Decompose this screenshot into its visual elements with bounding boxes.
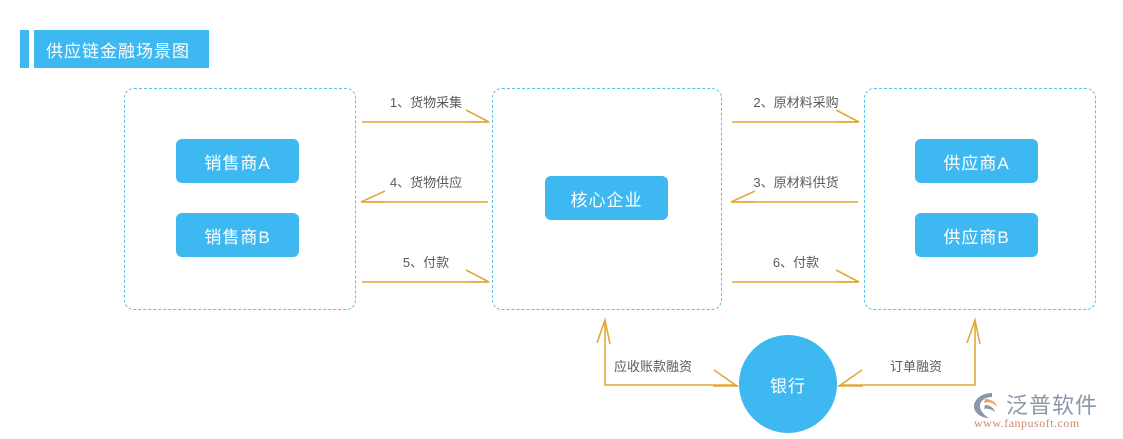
finance-label-order: 订单融资 bbox=[890, 359, 943, 374]
entity-label: 供应商A bbox=[943, 153, 1010, 173]
entity-seller-a[interactable]: 销售商A bbox=[176, 139, 299, 183]
flow-label-left-1: 1、货物采集 bbox=[389, 95, 463, 110]
title-banner: 供应链金融场景图 bbox=[34, 30, 209, 68]
flow-arrow-left-3 bbox=[362, 269, 490, 283]
flow-arrow-left-1 bbox=[362, 109, 490, 123]
flow-label-left-3: 5、付款 bbox=[402, 255, 450, 270]
finance-elbow-right bbox=[836, 317, 981, 387]
flow-arrow-right-3 bbox=[732, 269, 860, 283]
page-title: 供应链金融场景图 bbox=[46, 41, 190, 61]
entity-bank[interactable]: 银行 bbox=[739, 335, 837, 433]
group-box-sellers bbox=[124, 88, 356, 310]
entity-supplier-a[interactable]: 供应商A bbox=[915, 139, 1038, 183]
flow-label-right-3: 6、付款 bbox=[772, 255, 820, 270]
brand-name: 泛普软件 bbox=[1006, 393, 1099, 418]
entity-label: 销售商A bbox=[204, 153, 271, 173]
title-accent-bar bbox=[20, 30, 29, 68]
flow-arrow-left-2 bbox=[360, 190, 488, 203]
entity-supplier-b[interactable]: 供应商B bbox=[915, 213, 1038, 257]
flow-label-right-1: 2、原材料采购 bbox=[753, 95, 839, 110]
entity-seller-b[interactable]: 销售商B bbox=[176, 213, 299, 257]
group-box-core-enterprise bbox=[492, 88, 722, 310]
finance-label-receivables: 应收账款融资 bbox=[614, 359, 693, 374]
flow-arrow-right-1 bbox=[732, 109, 860, 123]
entity-core-enterprise[interactable]: 核心企业 bbox=[545, 176, 668, 220]
entity-label: 银行 bbox=[770, 376, 806, 396]
flow-arrow-right-2 bbox=[730, 190, 858, 203]
finance-elbow-left bbox=[596, 317, 740, 387]
flow-label-left-2: 4、货物供应 bbox=[389, 175, 463, 190]
entity-label: 销售商B bbox=[204, 227, 271, 247]
brand-logo: 泛普软件 www.fanpusoft.com bbox=[972, 388, 1120, 434]
flow-label-right-2: 3、原材料供货 bbox=[753, 175, 839, 190]
group-box-suppliers bbox=[864, 88, 1096, 310]
entity-label: 核心企业 bbox=[570, 190, 643, 210]
brand-url: www.fanpusoft.com bbox=[974, 416, 1080, 430]
fanpu-logo-icon bbox=[974, 393, 997, 418]
entity-label: 供应商B bbox=[943, 227, 1010, 247]
